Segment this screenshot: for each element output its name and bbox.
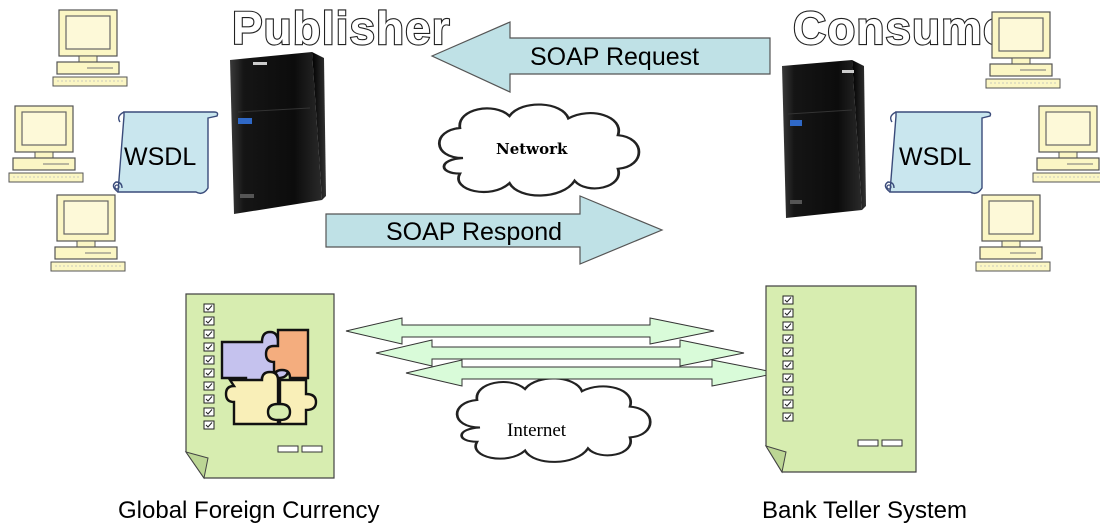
bidirectional-arrow-icon (405, 359, 779, 387)
publisher-computer-icon (50, 194, 126, 272)
internet-cloud-icon: Internet (455, 377, 652, 464)
publisher-computer-icon (8, 105, 84, 183)
network-label: Network (496, 140, 568, 158)
bidirectional-arrow-icon (345, 317, 715, 345)
bidirectional-arrow-icon (375, 339, 745, 367)
puzzle-icon (220, 328, 318, 426)
bank-teller-system-caption: Bank Teller System (762, 497, 967, 524)
global-foreign-currency-document-icon (184, 293, 335, 480)
consumer-server-icon (782, 60, 866, 218)
consumer-computer-icon (1032, 105, 1100, 183)
consumer-wsdl-label: WSDL (899, 143, 971, 171)
soap-respond-label: SOAP Respond (386, 218, 562, 246)
soap-request-arrow: SOAP Request (430, 21, 771, 93)
network-cloud-icon: Network (437, 103, 641, 197)
publisher-wsdl-label: WSDL (124, 143, 196, 171)
consumer-wsdl-scroll-icon: WSDL (884, 111, 992, 195)
soap-request-label: SOAP Request (530, 43, 699, 71)
internet-link-arrows (345, 317, 779, 387)
publisher-server-icon (230, 52, 326, 214)
publisher-wsdl-scroll-icon: WSDL (112, 111, 219, 195)
consumer-title: Consumer (793, 2, 1028, 54)
publisher-computer-icon (52, 9, 128, 87)
consumer-computer-icon (985, 11, 1061, 89)
consumer-computer-icon (975, 194, 1051, 272)
global-foreign-currency-caption: Global Foreign Currency (118, 497, 379, 524)
publisher-title: Publisher (232, 2, 451, 54)
soap-respond-arrow: SOAP Respond (325, 195, 664, 265)
bank-teller-system-document-icon (764, 285, 917, 474)
internet-label: Internet (507, 420, 567, 441)
